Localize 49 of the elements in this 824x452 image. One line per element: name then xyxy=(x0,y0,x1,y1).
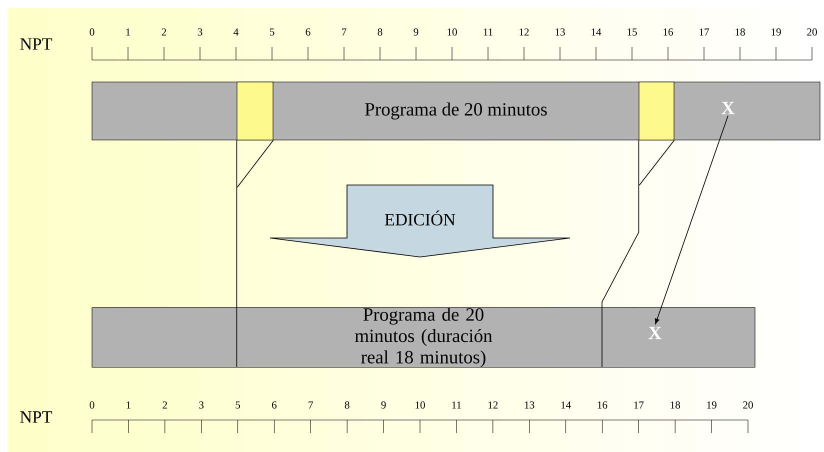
tick-label: 16 xyxy=(598,401,608,409)
tick-label: 10 xyxy=(416,401,425,409)
tick-label: 7 xyxy=(308,402,314,408)
tick-label: 8 xyxy=(344,401,350,409)
tick-label: 6 xyxy=(272,401,277,409)
axis-label: NPT xyxy=(20,38,52,50)
tick-label: 9 xyxy=(414,28,418,36)
tick-label: 10 xyxy=(448,28,457,36)
tick-label: 16 xyxy=(664,28,674,36)
tick-label: 20 xyxy=(807,28,817,36)
highlight-box xyxy=(236,82,274,140)
connector-line xyxy=(236,140,274,368)
tick-label: 11 xyxy=(484,28,492,36)
tick-label: 13 xyxy=(524,401,534,409)
tick-label: 14 xyxy=(592,28,602,36)
tick-label: 6 xyxy=(306,28,310,36)
tick-label: 13 xyxy=(556,28,565,36)
tick-label: 0 xyxy=(90,401,94,409)
tick-label: 0 xyxy=(90,28,94,36)
connector-line xyxy=(602,140,675,368)
tick-label: 1 xyxy=(126,28,130,36)
tick-label: 20 xyxy=(743,401,753,409)
mark-label: X xyxy=(722,102,735,114)
tick-label: 19 xyxy=(707,401,716,409)
tick-label: 12 xyxy=(488,401,498,409)
tick-label: 9 xyxy=(381,401,386,409)
highlight-box xyxy=(638,82,674,140)
tick-label: 2 xyxy=(162,28,166,36)
tick-label: 8 xyxy=(378,28,382,36)
tick-label: 18 xyxy=(736,28,745,36)
tick-label: 1 xyxy=(126,401,130,408)
arrow xyxy=(654,115,728,324)
tick-label: 4 xyxy=(234,28,238,36)
axis-label: NPT xyxy=(20,411,52,423)
tick-label: 15 xyxy=(628,28,637,36)
tick-label: 17 xyxy=(634,401,644,408)
tick-label: 5 xyxy=(270,28,274,36)
tick-label: 14 xyxy=(561,401,571,408)
tick-label: 11 xyxy=(452,401,461,408)
tick-label: 2 xyxy=(162,401,167,409)
tick-label: 7 xyxy=(342,28,346,36)
mark-label: X xyxy=(648,326,662,340)
tick-label: 5 xyxy=(236,401,240,409)
tick-label: 19 xyxy=(772,28,781,36)
tick-label: 12 xyxy=(520,28,529,36)
tick-label: 3 xyxy=(199,401,204,409)
tick-label: 3 xyxy=(198,28,202,36)
tick-label: 18 xyxy=(670,401,680,409)
tick-label: 17 xyxy=(700,28,710,36)
